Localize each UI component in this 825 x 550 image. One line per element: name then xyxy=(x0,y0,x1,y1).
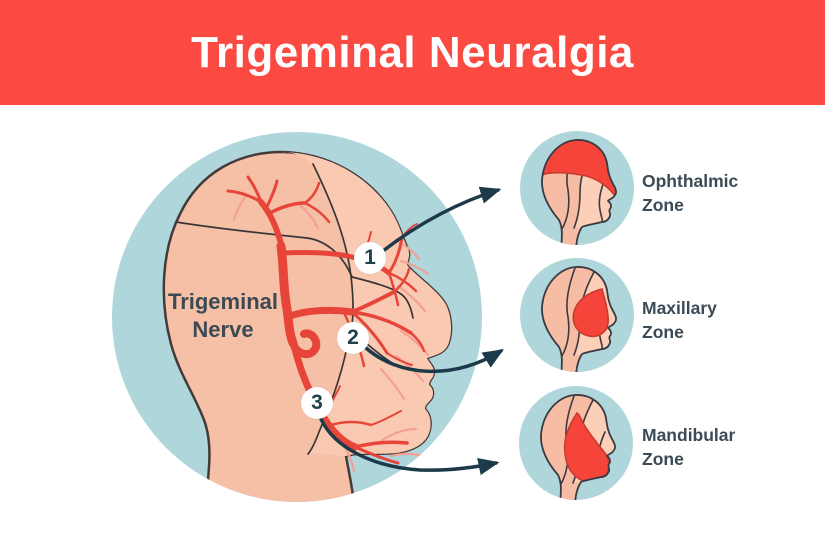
pointer-arrows xyxy=(319,186,504,476)
marker-badge-3: 3 xyxy=(301,387,333,419)
marker-badge-2: 2 xyxy=(337,322,369,354)
mandibular-zone-shape xyxy=(563,411,610,484)
arrow-2 xyxy=(364,346,504,374)
maxillary-zone-shape xyxy=(572,288,609,338)
zone-circle-mandibular xyxy=(519,386,633,500)
zone-label-maxillary: Maxillary Zone xyxy=(642,298,717,342)
zone-label-mandibular: Mandibular Zone xyxy=(642,425,736,469)
title-banner: Trigeminal Neuralgia xyxy=(0,0,825,105)
zone-circle-maxillary xyxy=(520,258,634,372)
marker-badge-1: 1 xyxy=(354,242,386,274)
arrow-1 xyxy=(381,186,502,253)
zone-label-ophthalmic: Ophthalmic Zone xyxy=(642,171,739,215)
arrow-3 xyxy=(319,417,500,476)
zone-circle-ophthalmic xyxy=(520,131,634,245)
trigeminal-nerve-label: Trigeminal Nerve xyxy=(167,289,279,342)
marker-number: 2 xyxy=(347,326,359,349)
marker-number: 3 xyxy=(311,391,323,414)
page-title: Trigeminal Neuralgia xyxy=(191,27,634,77)
marker-number: 1 xyxy=(364,246,376,269)
